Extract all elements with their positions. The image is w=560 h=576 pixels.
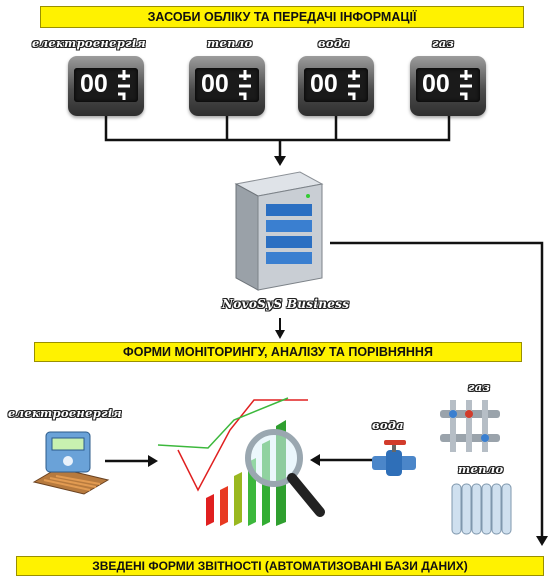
gas-manifold-icon: [440, 400, 500, 452]
meter-dial-icon: [239, 70, 251, 100]
water-label: вода: [372, 418, 404, 432]
meter-digits: 00: [201, 70, 229, 98]
electricity-device-icon: [32, 431, 110, 495]
arrow-down-icon: [275, 330, 285, 339]
meter-dial-icon: [460, 70, 472, 100]
server-label: NovoSyS Business: [222, 297, 350, 311]
meter-label-electricity: електроенергія: [32, 36, 146, 50]
meter-digits: 00: [422, 70, 450, 98]
meter-water: 00: [298, 56, 374, 116]
meter-electricity: 00: [68, 56, 144, 116]
arrow-left-icon: [310, 454, 320, 466]
middle-banner: ФОРМИ МОНІТОРИНГУ, АНАЛІЗУ ТА ПОРІВНЯННЯ: [34, 342, 522, 362]
meter-heat: 00: [189, 56, 265, 116]
meter-label-water: вода: [318, 36, 350, 50]
meter-dial-icon: [348, 70, 360, 100]
top-banner: ЗАСОБИ ОБЛІКУ ТА ПЕРЕДАЧІ ІНФОРМАЦІЇ: [40, 6, 524, 28]
server-icon: [234, 171, 324, 291]
radiator-icon: [451, 483, 512, 535]
device-label-electricity: електроенергія: [8, 406, 122, 420]
arrow-down-icon: [274, 156, 286, 166]
arrow-down-icon: [536, 536, 548, 546]
arrow-right-icon: [148, 455, 158, 467]
meter-digits: 00: [80, 70, 108, 98]
analysis-chart-icon: [157, 397, 325, 526]
gas-label: газ: [468, 380, 491, 394]
heat-label: тепло: [458, 462, 504, 476]
meter-digits: 00: [310, 70, 338, 98]
meter-label-heat: тепло: [207, 36, 253, 50]
meter-dial-icon: [118, 70, 130, 100]
meter-label-gas: газ: [432, 36, 455, 50]
meter-gas: 00: [410, 56, 486, 116]
bottom-banner: ЗВЕДЕНІ ФОРМИ ЗВІТНОСТІ (АВТОМАТИЗОВАНІ …: [16, 556, 544, 576]
water-valve-icon: [372, 440, 416, 476]
